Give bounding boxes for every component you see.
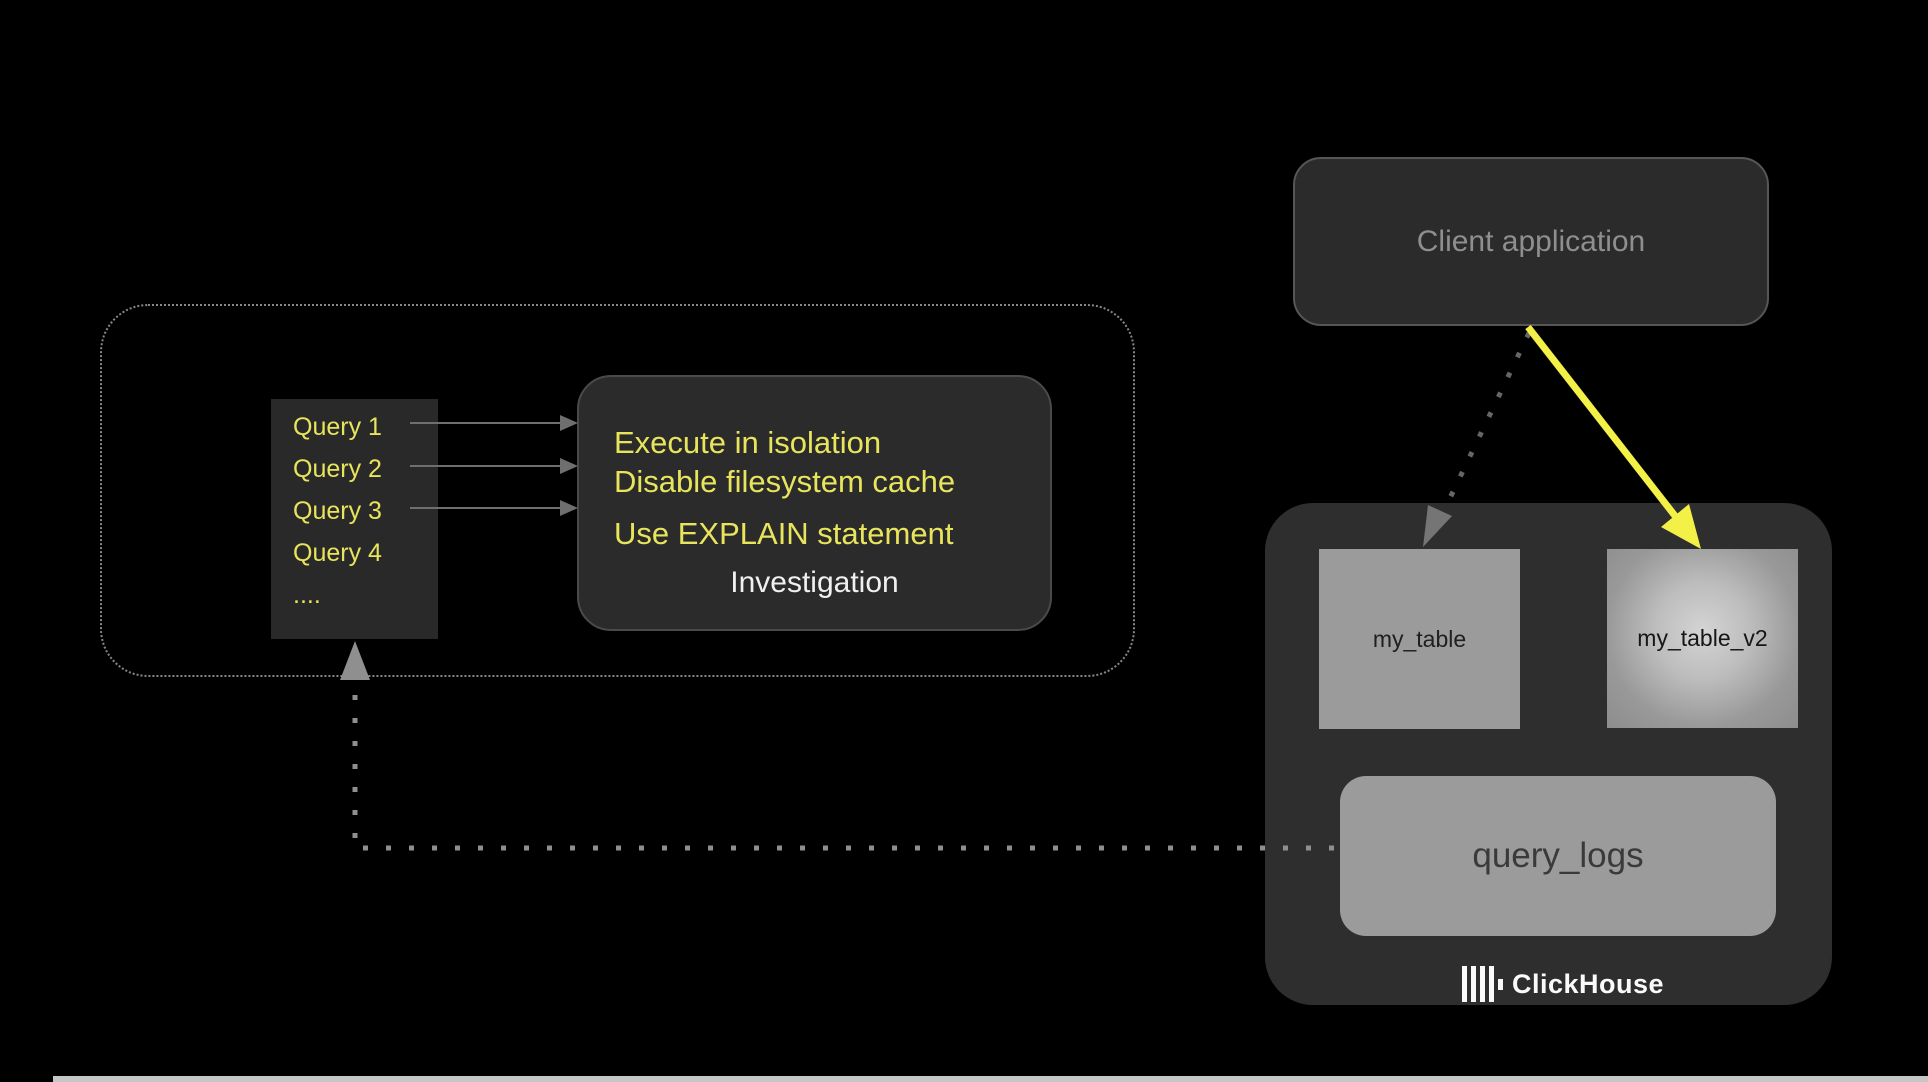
my-table-v2-node: my_table_v2: [1607, 549, 1798, 728]
logo-dot: [1498, 978, 1503, 990]
query-logs-node: query_logs: [1340, 776, 1776, 936]
my-table-node: my_table: [1319, 549, 1520, 729]
investigation-tip: Use EXPLAIN statement: [614, 516, 954, 551]
investigation-panel: Execute in isolation Disable filesystem …: [577, 375, 1052, 631]
query-list-item: Query 1: [293, 413, 382, 441]
logo-bar: [1471, 966, 1476, 1002]
dotted-diagonal-line: [1447, 331, 1532, 500]
dotted-elbow-line: [352, 695, 1340, 851]
clickhouse-logo-icon: [1462, 965, 1503, 1003]
client-application-node: Client application: [1293, 157, 1769, 326]
yellow-arrow-line: [1525, 324, 1682, 524]
query-list-item-ellipsis: ....: [293, 581, 321, 609]
query-list-item: Query 2: [293, 455, 382, 483]
query-list-panel: Query 1 Query 2 Query 3 Query 4 ....: [271, 399, 438, 639]
slide-edge-strip: [53, 1076, 1928, 1082]
clickhouse-brand: ClickHouse: [1462, 962, 1664, 1006]
logo-bar: [1480, 966, 1485, 1002]
investigation-tip: Execute in isolation: [614, 425, 882, 460]
query-list-item: Query 3: [293, 497, 382, 525]
logo-bar: [1462, 966, 1467, 1002]
query-list-item: Query 4: [293, 539, 382, 567]
logo-bar: [1489, 966, 1494, 1002]
investigation-tip: Disable filesystem cache: [614, 464, 956, 499]
investigation-group-outline: [100, 304, 1135, 677]
client-application-label: Client application: [1416, 224, 1646, 258]
clickhouse-brand-name: ClickHouse: [1512, 968, 1665, 999]
investigation-label: Investigation: [730, 566, 899, 599]
clickhouse-container: my_table my_table_v2 query_logs ClickHou…: [1265, 503, 1832, 1005]
